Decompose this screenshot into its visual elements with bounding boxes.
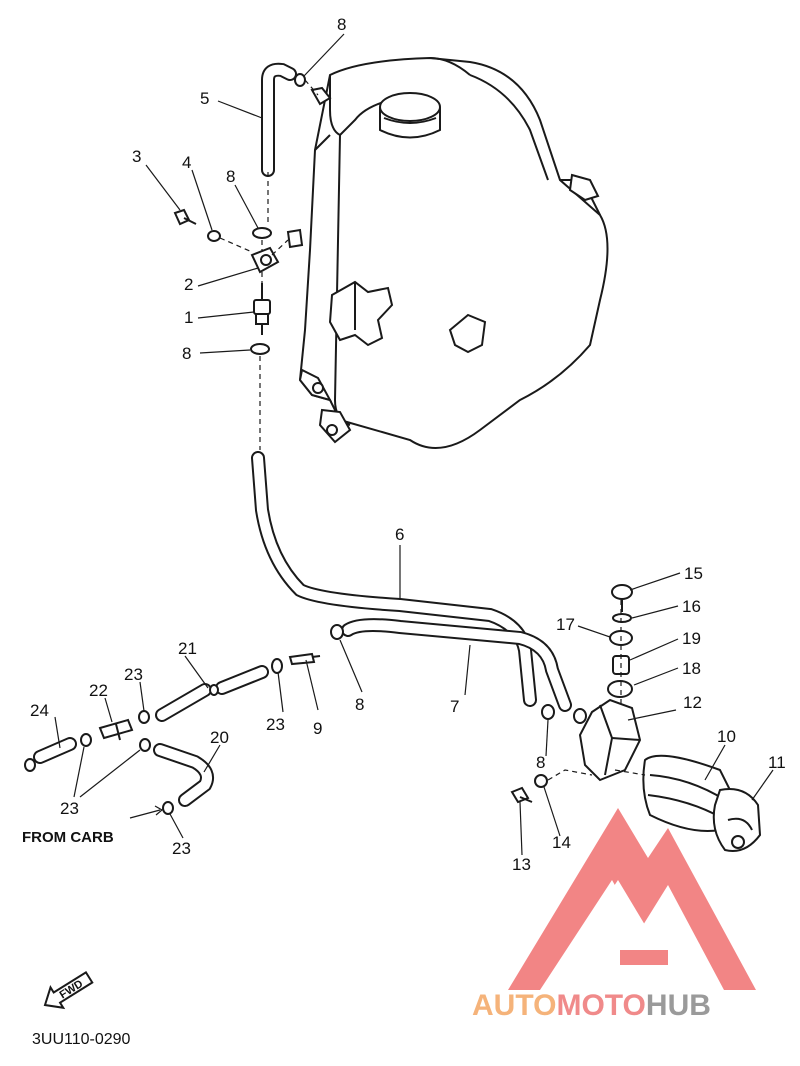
grommet-18	[607, 680, 633, 698]
hose-20	[153, 743, 214, 807]
clip-8-pump-a	[541, 704, 555, 720]
callout-23-top: 23	[124, 665, 143, 684]
hose-24	[33, 737, 77, 764]
clip-8-pump-b	[573, 708, 587, 724]
callout-8-upper: 8	[226, 167, 235, 186]
check-valve-1	[253, 283, 271, 335]
from-carb-label: FROM CARB	[22, 829, 114, 846]
vent-hose-5	[261, 62, 297, 177]
bracket-tank	[286, 228, 304, 249]
clip-23-d	[24, 758, 36, 772]
bolt-3	[173, 208, 197, 226]
callout-19: 19	[682, 629, 701, 648]
hose-21	[155, 665, 269, 722]
hose-7	[341, 618, 572, 712]
callout-8-hose: 8	[355, 695, 364, 714]
holder-2	[250, 246, 280, 274]
hose-21-joint	[209, 684, 219, 696]
washer-14	[534, 774, 548, 788]
callout-9: 9	[313, 719, 322, 738]
callout-15: 15	[684, 564, 703, 583]
callout-14: 14	[552, 833, 571, 852]
callout-7: 7	[450, 697, 459, 716]
callout-1: 1	[184, 308, 193, 327]
from-carb-arrow	[129, 809, 161, 819]
callout-4: 4	[182, 153, 191, 172]
callout-11: 11	[768, 753, 786, 772]
callout-20: 20	[210, 728, 229, 747]
callout-16: 16	[682, 597, 701, 616]
callout-24: 24	[30, 701, 49, 720]
callout-5: 5	[200, 89, 209, 108]
clip-23-f	[162, 801, 174, 815]
watermark-logo	[508, 808, 756, 990]
clip-8-top	[294, 73, 306, 87]
clip-23-e	[139, 738, 151, 752]
leader-lines	[54, 33, 774, 856]
callout-22: 22	[89, 681, 108, 700]
bracket-12	[578, 698, 642, 782]
callout-12: 12	[683, 693, 702, 712]
callout-3: 3	[132, 147, 141, 166]
joint-9	[288, 652, 321, 666]
callout-2: 2	[184, 275, 193, 294]
watermark-hub: HUB	[646, 989, 711, 1022]
callout-17: 17	[556, 615, 575, 634]
joint-22	[98, 718, 134, 741]
clip-23-c	[80, 733, 92, 747]
hose-6	[251, 451, 537, 707]
washer-16	[612, 613, 632, 623]
fwd-arrow-icon: FWD	[43, 970, 94, 1010]
washer-4	[207, 230, 221, 242]
callout-13: 13	[512, 855, 531, 874]
clip-8-hose	[330, 624, 344, 640]
callout-8-mid: 8	[182, 344, 191, 363]
callout-10: 10	[717, 727, 736, 746]
callout-8-pump: 8	[536, 753, 545, 772]
watermark-auto: AUTO	[472, 989, 556, 1022]
watermark-moto: MOTO	[556, 989, 645, 1022]
callout-6: 6	[395, 525, 404, 544]
clip-23-b	[138, 710, 150, 724]
clip-23-a	[271, 658, 283, 674]
clip-8-upper	[252, 227, 272, 239]
callout-23-left: 23	[60, 799, 79, 818]
bolt-15	[611, 584, 633, 612]
tank	[298, 56, 609, 449]
callout-8-top: 8	[337, 15, 346, 34]
callout-21: 21	[178, 639, 197, 658]
bolt-13	[510, 786, 533, 804]
diagram-code: 3UU110-0290	[32, 1031, 131, 1048]
callout-23-bottom: 23	[172, 839, 191, 858]
callout-23-mid: 23	[266, 715, 285, 734]
cap-11	[712, 788, 762, 852]
watermark-text: AUTOMOTOHUB	[472, 989, 711, 1022]
clip-8-mid	[250, 343, 270, 355]
callout-18: 18	[682, 659, 701, 678]
